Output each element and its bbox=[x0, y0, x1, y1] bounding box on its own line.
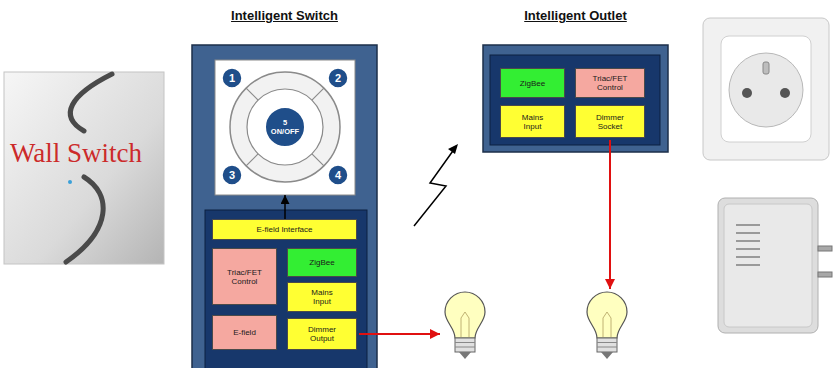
keypad-ring bbox=[230, 72, 340, 182]
bulb-tip bbox=[459, 352, 471, 359]
ring-divider bbox=[246, 88, 258, 100]
light-bulb bbox=[445, 292, 485, 359]
switch-panel-fill bbox=[192, 45, 377, 368]
center-button bbox=[265, 107, 305, 147]
ring-divider bbox=[312, 88, 324, 100]
number-button bbox=[222, 68, 242, 88]
block-label: Mains Input bbox=[516, 113, 550, 131]
number-button bbox=[222, 165, 242, 185]
ring-divider bbox=[312, 154, 324, 166]
switch-curve bbox=[70, 74, 112, 131]
bulb-glass bbox=[587, 292, 627, 338]
control-block: Triac/FET Control bbox=[212, 248, 277, 305]
switch-inner-panel bbox=[205, 210, 367, 368]
button-holder: 1 bbox=[229, 72, 235, 84]
keypad-ring bbox=[247, 89, 323, 165]
block-label: Dimmer Socket bbox=[591, 113, 629, 131]
button-label: 5 ON/OFF bbox=[269, 118, 301, 136]
outlet-inner-panel bbox=[490, 55, 660, 145]
outlet-panel-fill bbox=[483, 45, 668, 152]
label-holder: Wall Switch bbox=[10, 137, 142, 169]
keypad-illustration bbox=[215, 60, 355, 195]
power-wire bbox=[359, 333, 440, 335]
adapter-vents bbox=[736, 225, 760, 265]
bulb-thread bbox=[455, 347, 475, 348]
adapter-prong bbox=[818, 272, 832, 277]
button-number: 1 bbox=[229, 72, 235, 84]
bolt-head bbox=[448, 144, 458, 154]
bulb-thread bbox=[597, 347, 617, 348]
block-label: Dimmer Output bbox=[303, 325, 341, 343]
button-holder: 4 bbox=[335, 169, 341, 181]
plug-adapter-photo bbox=[718, 198, 832, 333]
ring-divider bbox=[246, 154, 258, 166]
bulb-base bbox=[597, 338, 617, 352]
adapter-body bbox=[718, 198, 818, 333]
radio-block: ZigBee bbox=[287, 248, 357, 277]
socket-recess bbox=[729, 53, 803, 127]
button-number: 3 bbox=[229, 169, 235, 181]
bulb-thread bbox=[597, 342, 617, 343]
socket-earth-pin bbox=[763, 62, 769, 74]
interface-block: E-field Interface bbox=[212, 219, 357, 240]
bulb-glass bbox=[445, 292, 485, 338]
output-block: Dimmer Socket bbox=[575, 105, 645, 138]
bulb-filament bbox=[603, 312, 611, 337]
block-label: ZigBee bbox=[309, 258, 334, 267]
panel-heading: Intelligent Switch bbox=[192, 8, 377, 24]
switch-curve bbox=[66, 177, 103, 262]
block-label: E-field Interface bbox=[256, 225, 312, 234]
block-label: Triac/FET Control bbox=[587, 74, 633, 92]
button-holder: 3 bbox=[229, 169, 235, 181]
block-label: Triac/FET Control bbox=[222, 268, 268, 286]
photo-caption: Wall Switch bbox=[10, 137, 142, 169]
power-block: Mains Input bbox=[287, 282, 357, 312]
button-holder: 5 ON/OFF bbox=[269, 118, 301, 136]
button-number: 4 bbox=[335, 169, 341, 181]
button-number: 2 bbox=[335, 72, 341, 84]
socket-hole bbox=[742, 88, 752, 98]
sensor-block: E-field bbox=[212, 315, 277, 350]
bulb-tip bbox=[601, 352, 613, 359]
switch-plate bbox=[4, 72, 164, 264]
radio-block: ZigBee bbox=[500, 68, 565, 98]
bulb-filament bbox=[461, 312, 469, 337]
panel-heading: Intelligent Outlet bbox=[483, 8, 668, 24]
number-button bbox=[328, 68, 348, 88]
bulb-thread bbox=[455, 342, 475, 343]
number-button bbox=[328, 165, 348, 185]
wall-socket-photo bbox=[703, 18, 829, 160]
block-label: E-field bbox=[233, 328, 256, 337]
power-block: Mains Input bbox=[500, 105, 565, 138]
adapter-prong bbox=[818, 246, 832, 251]
control-block: Triac/FET Control bbox=[575, 68, 645, 98]
outlet-panel: Intelligent OutletZigBeeTriac/FET Contro… bbox=[483, 45, 668, 152]
block-label: ZigBee bbox=[520, 79, 545, 88]
bolt-line bbox=[414, 148, 455, 226]
signal-arrow bbox=[284, 195, 286, 219]
switch-led bbox=[68, 180, 72, 184]
light-bulb bbox=[587, 292, 627, 359]
socket-frame bbox=[703, 18, 829, 160]
wireless-bolt bbox=[414, 144, 458, 226]
bulb-base bbox=[455, 338, 475, 352]
block-label: Mains Input bbox=[305, 288, 339, 306]
keypad: 1 2 5 ON/OFF 3 4 bbox=[215, 60, 355, 195]
socket-hole bbox=[780, 88, 790, 98]
wall-switch-photo bbox=[4, 72, 164, 264]
adapter-face bbox=[724, 204, 812, 327]
keypad-face bbox=[215, 60, 355, 195]
switch-panel: Intelligent Switch125 ON/OFF34E-field In… bbox=[192, 45, 377, 368]
button-holder: 2 bbox=[335, 72, 341, 84]
power-wire bbox=[609, 140, 611, 289]
output-block: Dimmer Output bbox=[287, 318, 357, 350]
socket-face bbox=[721, 36, 811, 142]
